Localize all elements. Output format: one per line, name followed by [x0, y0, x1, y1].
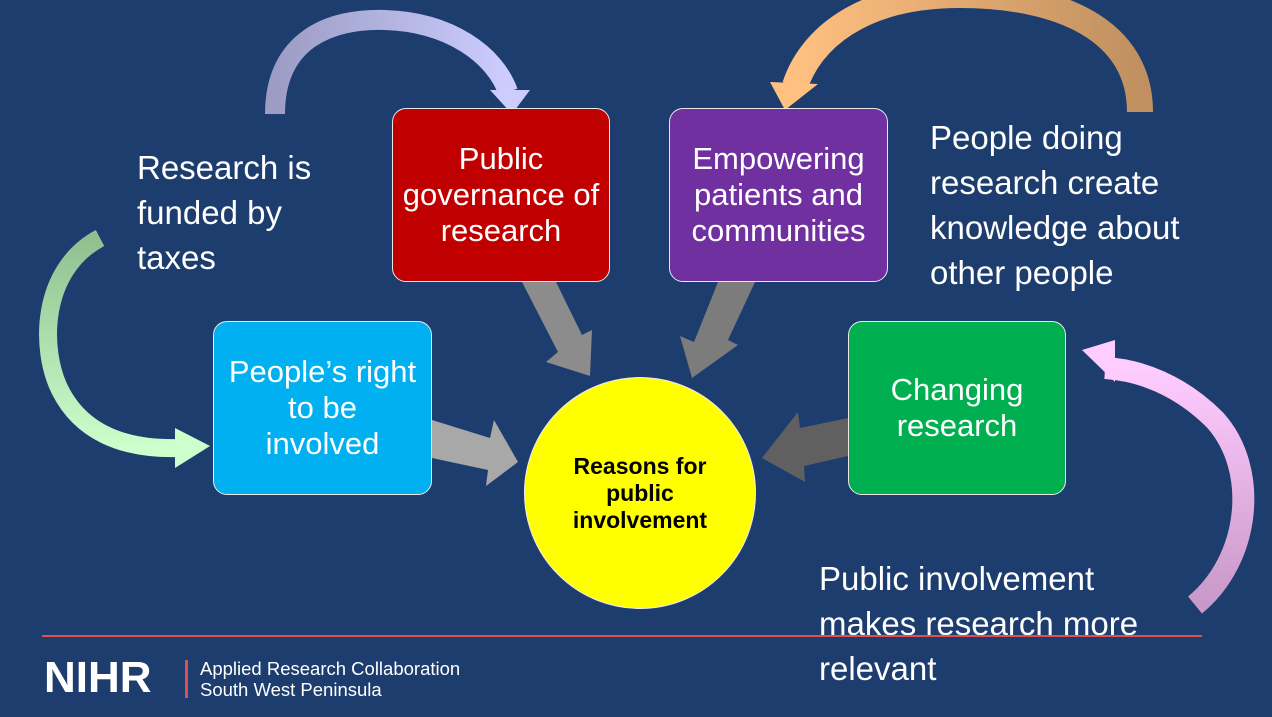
curved-arrow-taxes-to-rights [39, 230, 210, 468]
footer-divider [42, 635, 1202, 637]
rights-label: People’s right to be involved [228, 354, 417, 461]
org-line-2: South West Peninsula [200, 679, 382, 700]
rights-box: People’s right to be involved [213, 321, 432, 495]
arrow-rights-to-center [432, 420, 518, 486]
arrow-changing-to-center [762, 412, 848, 482]
curved-arrow-taxes-to-governance [265, 9, 530, 115]
changing-label: Changing research [890, 372, 1024, 443]
nihr-logo: NIHR [44, 653, 152, 702]
note-knowledge: People doing research create knowledge a… [930, 119, 1180, 291]
center-circle: Reasons for public involvement [524, 377, 756, 609]
empowering-box: Empowering patients and communities [669, 108, 888, 282]
logo-separator [185, 660, 188, 698]
changing-box: Changing research [848, 321, 1066, 495]
empowering-label: Empowering patients and communities [691, 141, 866, 248]
note-taxes: Research is funded by taxes [137, 149, 312, 276]
arrow-governance-to-center [522, 282, 592, 376]
organisation-name: Applied Research Collaboration South Wes… [200, 658, 460, 700]
arrow-empowering-to-center [680, 282, 755, 378]
governance-label: Public governance of research [402, 141, 600, 248]
governance-box: Public governance of research [392, 108, 610, 282]
center-label: Reasons for public involvement [572, 452, 708, 533]
curved-arrow-relevant-to-changing [1082, 340, 1255, 614]
org-line-1: Applied Research Collaboration [200, 658, 461, 679]
curved-arrow-knowledge-to-empowering [770, 0, 1153, 113]
note-relevant: Public involvement makes research more r… [819, 560, 1139, 687]
